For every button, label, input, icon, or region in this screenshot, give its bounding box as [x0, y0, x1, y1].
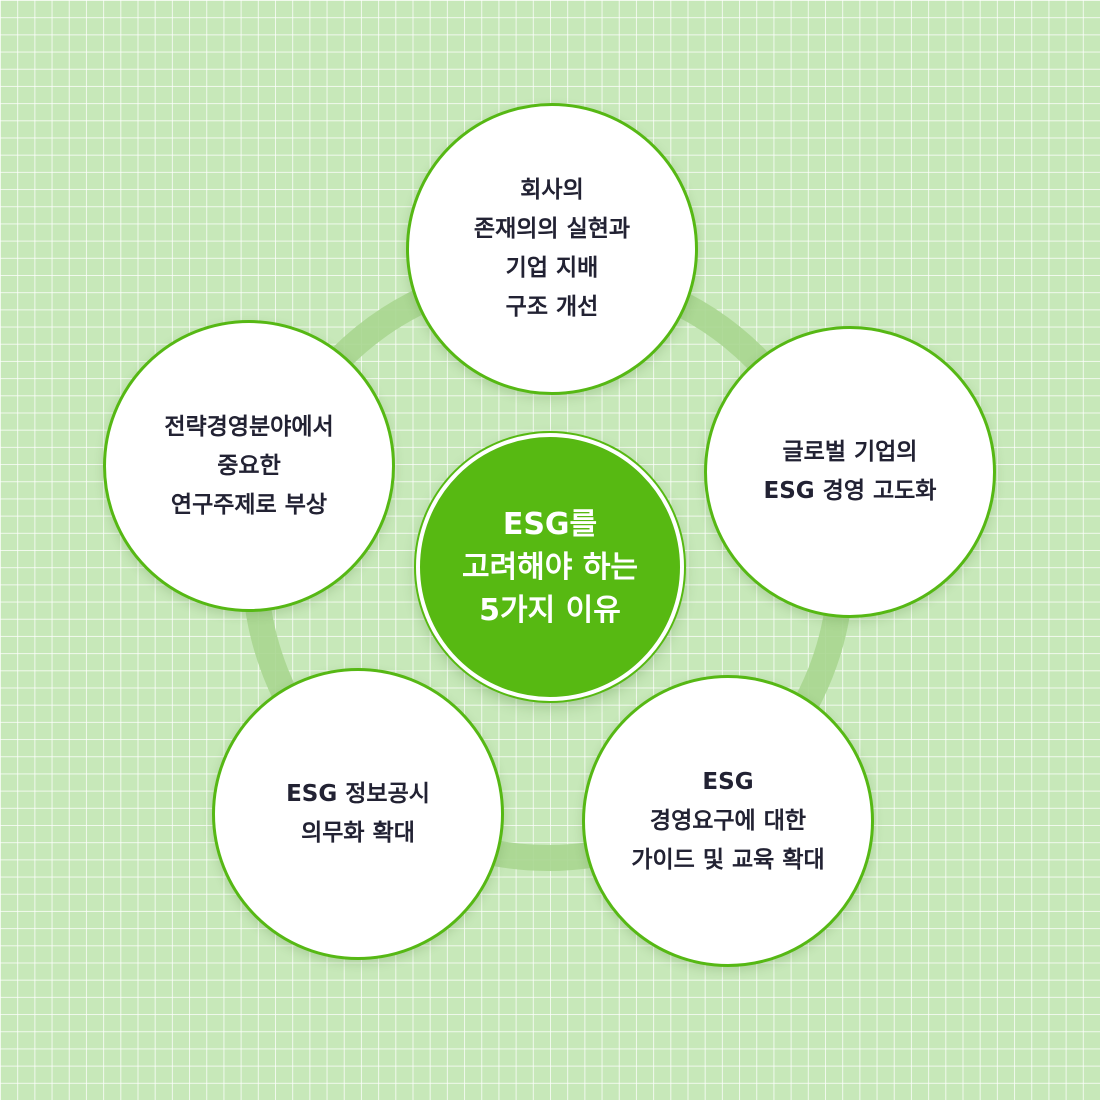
node-line: 의무화 확대 [301, 820, 415, 846]
node-line: 글로벌 기업의 [782, 439, 918, 465]
center-line: ESG를 [502, 506, 598, 542]
node-line: 구조 개선 [505, 294, 599, 320]
reason-text-research: 전략경영분야에서 중요한 연구주제로 부상 [164, 408, 333, 525]
node-line: 전략경영분야에서 [164, 413, 334, 440]
node-line: ESG 정보공시 [286, 781, 430, 807]
reason-node-guidance: ESG 경영요구에 대한 가이드 및 교육 확대 [582, 675, 874, 967]
reason-text-governance: 회사의 존재의의 실현과 기업 지배 구조 개선 [474, 171, 630, 327]
center-line: 고려해야 하는 [461, 549, 639, 585]
node-line: 기업 지배 [505, 255, 599, 281]
node-line: ESG 경영 고도화 [763, 478, 937, 504]
reason-node-research: 전략경영분야에서 중요한 연구주제로 부상 [103, 320, 395, 612]
node-line: 연구주제로 부상 [170, 491, 328, 518]
reason-text-global-esg: 글로벌 기업의 ESG 경영 고도화 [764, 433, 937, 511]
reason-node-governance: 회사의 존재의의 실현과 기업 지배 구조 개선 [406, 103, 698, 395]
node-line: 중요한 [217, 452, 281, 479]
node-line: 경영요구에 대한 [649, 807, 807, 834]
reason-node-disclosure: ESG 정보공시 의무화 확대 [212, 668, 504, 960]
center-line: 5가지 이유 [479, 592, 621, 628]
center-hub: ESG를 고려해야 하는 5가지 이유 [416, 433, 684, 701]
node-line: 존재의의 실현과 [473, 216, 631, 242]
reason-node-global-esg: 글로벌 기업의 ESG 경영 고도화 [704, 326, 996, 618]
reason-text-disclosure: ESG 정보공시 의무화 확대 [286, 775, 430, 853]
node-line: ESG [702, 768, 754, 795]
node-line: 가이드 및 교육 확대 [631, 846, 825, 873]
node-line: 회사의 [520, 177, 584, 203]
reason-text-guidance: ESG 경영요구에 대한 가이드 및 교육 확대 [631, 763, 824, 880]
center-title: ESG를 고려해야 하는 5가지 이유 [462, 503, 638, 632]
